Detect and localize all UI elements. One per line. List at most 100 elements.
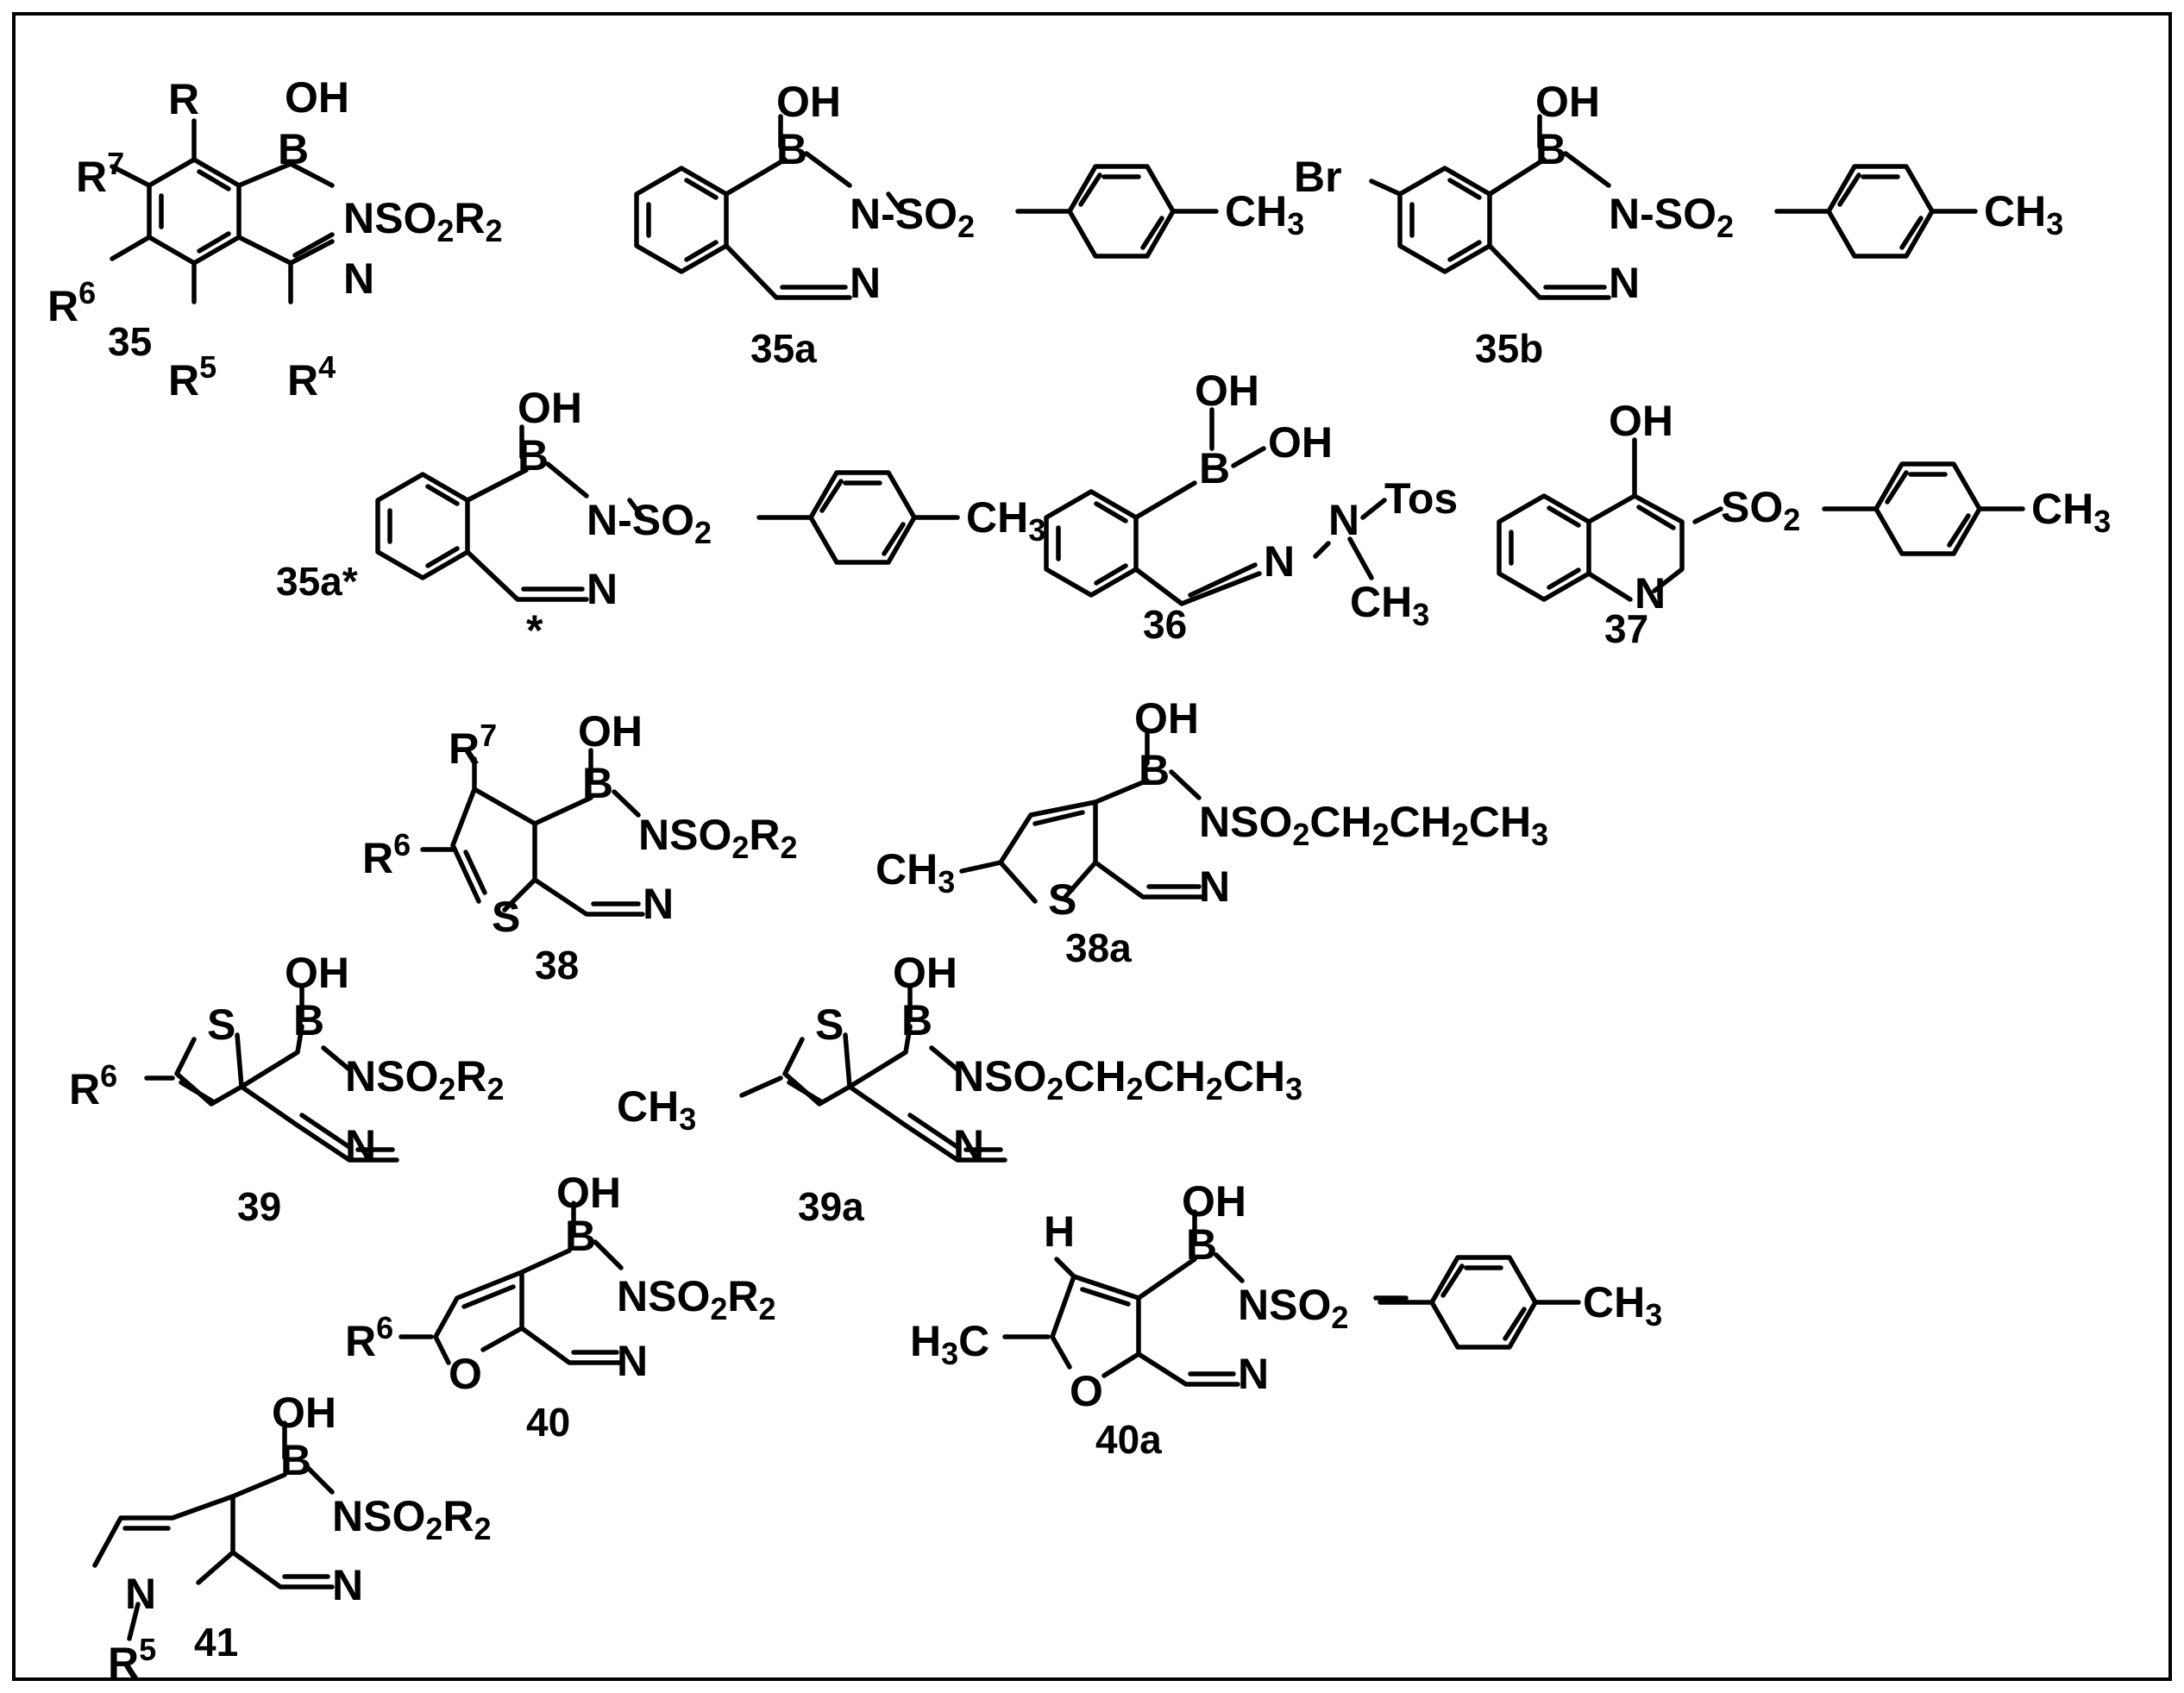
- hydroxyl-label: OH: [1182, 1177, 1246, 1226]
- methyl-label: CH3: [1984, 187, 2063, 241]
- sulfur-atom: S: [207, 1000, 235, 1049]
- hydroxyl-label: OH: [272, 1389, 336, 1437]
- r6-label: R6: [362, 827, 411, 882]
- boron-atom: B: [582, 759, 613, 807]
- sulfonamide-label: NSO2R2: [343, 194, 503, 248]
- boron-atom: B: [901, 996, 932, 1044]
- methyl-label: CH3: [617, 1082, 696, 1137]
- bromine-label: Br: [1294, 153, 1342, 201]
- methyl-label: CH3: [2031, 485, 2111, 539]
- sulfur-atom: S: [1048, 875, 1076, 924]
- oxygen-atom: O: [449, 1350, 482, 1398]
- hydroxyl-label: OH: [285, 73, 349, 122]
- r4-label: R4: [287, 349, 336, 404]
- sulfonamide-label: NSO2CH2CH2CH3: [1199, 798, 1548, 852]
- r6-label: R6: [47, 275, 96, 330]
- nitrogen-atom: N: [1238, 1350, 1269, 1398]
- sulfur-atom: S: [492, 893, 520, 941]
- hydroxyl-label: OH: [1535, 78, 1600, 126]
- figure-frame: [12, 12, 2172, 1681]
- sulfonamide-label: N-SO2: [1609, 190, 1734, 244]
- sulfonamide-label: NSO2CH2CH2CH3: [953, 1052, 1302, 1107]
- sulfonamide-label: NSO2R2: [638, 811, 798, 865]
- ring-nitrogen: N: [1635, 569, 1666, 618]
- compound-35a-star: B OH N-SO2 N * CH3 35a*: [276, 384, 1045, 655]
- compound-label: 38: [535, 943, 579, 988]
- sulfonamide-label: NSO2R2: [345, 1052, 505, 1107]
- compound-label: 40a: [1095, 1417, 1162, 1462]
- sulfonamide-label: N-SO2: [587, 496, 712, 550]
- compound-label: 35a: [750, 326, 817, 371]
- hydroxyl-label-2: OH: [1268, 418, 1333, 467]
- methyl-label: CH3: [875, 845, 955, 900]
- boron-atom: B: [565, 1212, 596, 1260]
- boron-atom: B: [293, 996, 324, 1044]
- compound-38a: CH3 S B OH NSO2CH2CH2CH3 N 38a: [875, 694, 1548, 970]
- sulfonamide-label: NSO2R2: [617, 1272, 776, 1326]
- nitrogen-atom: N: [345, 1121, 376, 1169]
- compound-label: 35a*: [276, 559, 358, 604]
- sulfonamide-label: N-SO2: [850, 190, 975, 244]
- nitrogen-atom: N: [343, 254, 374, 303]
- nitrogen-atom: N: [953, 1121, 984, 1169]
- hydroxyl-label: OH: [1134, 694, 1199, 743]
- boron-atom: B: [1199, 444, 1230, 492]
- compound-35a: B OH N-SO2 N CH3 35a: [637, 78, 1304, 371]
- methyl-label: CH3: [1350, 578, 1429, 632]
- boron-atom: B: [1139, 746, 1170, 794]
- hydroxyl-label: OH: [556, 1169, 621, 1217]
- compound-36: B OH OH N N Tos CH3 36: [1046, 367, 1458, 647]
- hydroxyl-label: OH: [285, 949, 349, 997]
- boron-atom: B: [518, 431, 549, 480]
- amine-nitrogen: N: [1328, 496, 1359, 544]
- r7-label: R7: [449, 718, 497, 773]
- compound-37: OH N SO2 CH3 37: [1499, 397, 2111, 651]
- boron-atom: B: [278, 125, 309, 173]
- r7-label: R7: [76, 146, 124, 201]
- compound-label: 40: [526, 1400, 570, 1445]
- hydroxyl-label-1: OH: [1195, 367, 1259, 415]
- sulfonamide-label: NSO2: [1238, 1281, 1348, 1335]
- oxygen-atom: O: [1070, 1367, 1103, 1415]
- imine-nitrogen: N: [1264, 537, 1295, 586]
- compound-label: 41: [194, 1620, 238, 1665]
- tosyl-label: Tos: [1384, 474, 1458, 523]
- compound-label: 39a: [798, 1184, 864, 1229]
- boron-atom: B: [1186, 1220, 1217, 1269]
- methyl-label: CH3: [1583, 1278, 1662, 1332]
- nitrogen-atom: N: [332, 1561, 363, 1609]
- nitrogen-atom: N: [617, 1337, 648, 1385]
- compound-label: 35: [108, 319, 152, 364]
- r6-label: R6: [345, 1310, 393, 1365]
- compound-label: 38a: [1065, 925, 1132, 970]
- compound-label: 36: [1143, 602, 1187, 647]
- hydroxyl-label: OH: [518, 384, 582, 432]
- r-label: R: [168, 75, 199, 123]
- compound-label: 35b: [1475, 326, 1543, 371]
- nitrogen-atom: N: [587, 565, 618, 613]
- r6-label: R6: [69, 1058, 117, 1113]
- compound-label: 37: [1604, 606, 1648, 651]
- methyl-label: CH3: [966, 493, 1045, 548]
- nitrogen-atom: N: [643, 880, 674, 928]
- compound-38: R7 R6 S B OH NSO2R2 N 38: [362, 707, 798, 988]
- methyl-label: CH3: [1225, 187, 1304, 241]
- hydroxyl-label: OH: [1609, 397, 1673, 445]
- nitrogen-atom: N: [1199, 862, 1230, 911]
- boron-atom: B: [1535, 125, 1566, 173]
- compound-39: S R6 B OH NSO2R2 N 39: [69, 949, 505, 1229]
- compound-40a: H H3C O B OH NSO2 N CH3 40a: [910, 1177, 1662, 1462]
- boron-atom: B: [280, 1436, 311, 1484]
- sulfur-atom: S: [815, 1000, 844, 1049]
- r5-label: R5: [168, 349, 217, 404]
- h3c-label: H3C: [910, 1317, 989, 1371]
- compound-41: N R5 B OH NSO2R2 N 41: [92, 1389, 492, 1687]
- nitrogen-atom: N: [1609, 259, 1640, 307]
- isotope-star: *: [526, 606, 543, 655]
- hydroxyl-label: OH: [578, 707, 643, 756]
- boron-atom: B: [776, 125, 807, 173]
- compound-40: R6 O B OH NSO2R2 N 40: [345, 1169, 776, 1445]
- compound-label: 39: [237, 1184, 281, 1229]
- compound-35b: Br B OH N-SO2 N CH3 35b: [1294, 78, 2063, 371]
